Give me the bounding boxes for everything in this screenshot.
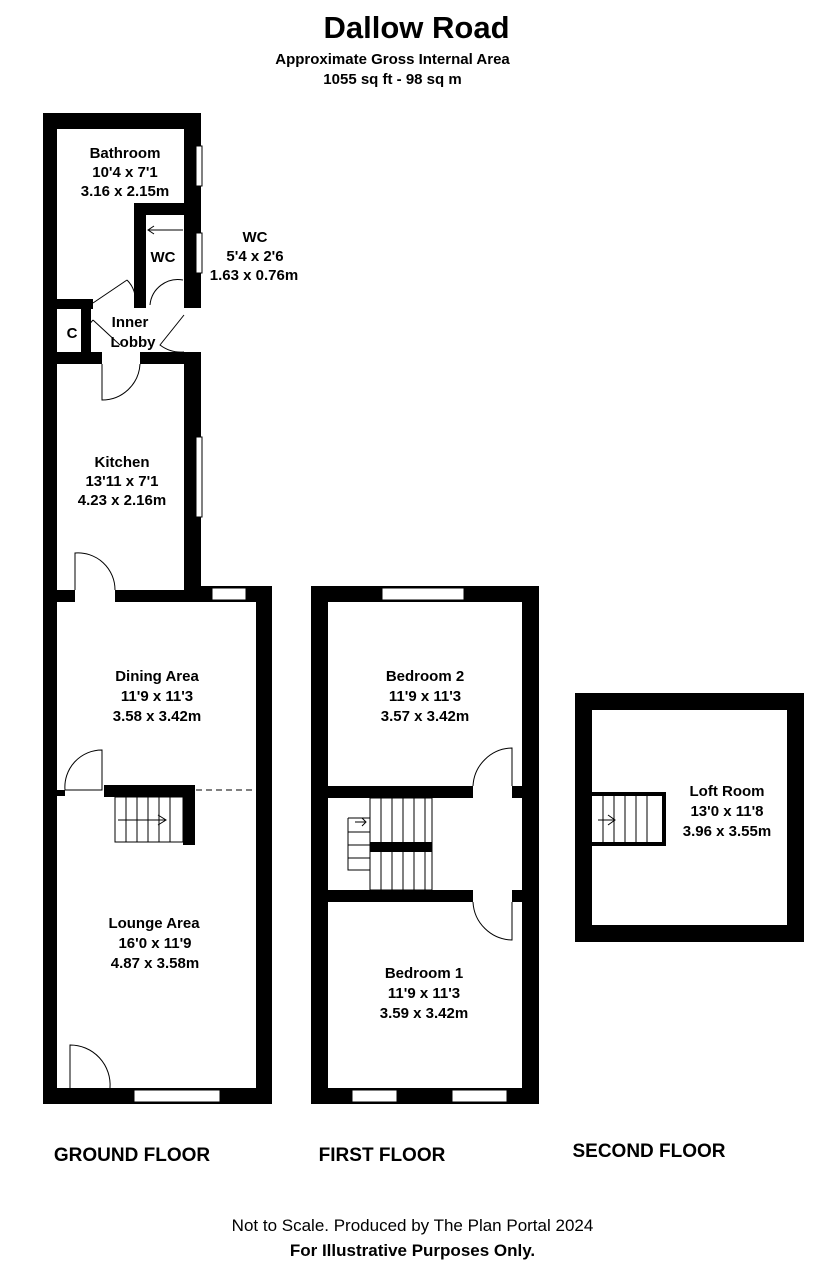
kitchen-top-wall-left <box>57 352 102 364</box>
bathroom-name: Bathroom <box>90 145 161 162</box>
loft-metric: 3.96 x 3.55m <box>683 823 771 840</box>
wc-door-swing <box>149 279 184 306</box>
wc-top-wall <box>134 203 184 215</box>
wc-arrow <box>147 225 183 235</box>
loft-top-wall <box>575 693 804 710</box>
wc-inner-label: WC <box>151 249 176 266</box>
first-floor-label: FIRST FLOOR <box>319 1145 446 1166</box>
loft-imperial: 13'0 x 11'8 <box>690 803 763 820</box>
ground-stairs <box>114 796 184 843</box>
dining-door <box>74 552 116 591</box>
stair-landing-wall <box>370 842 432 852</box>
bedroom1-name: Bedroom 1 <box>385 965 463 982</box>
cupboard-right-wall <box>81 299 91 354</box>
plan-title: Dallow Road <box>323 10 510 45</box>
bedroom1-window-right <box>451 1089 508 1103</box>
lounge-metric: 4.87 x 3.58m <box>111 955 199 972</box>
wc-left-wall <box>134 203 146 308</box>
lobby-door <box>159 314 185 353</box>
kitchen-name: Kitchen <box>94 454 149 471</box>
ground-floor-plan <box>43 113 272 1104</box>
area-caption: Approximate Gross Internal Area <box>275 51 510 68</box>
loft-stair-right <box>662 792 666 846</box>
lounge-door <box>64 749 103 791</box>
bedroom1-window-left <box>351 1089 398 1103</box>
front-door <box>69 1044 111 1089</box>
kitchen-metric: 4.23 x 2.16m <box>78 492 166 509</box>
kitchen-bottom-wall-right <box>115 590 201 602</box>
dining-metric: 3.58 x 3.42m <box>113 708 201 725</box>
area-value: 1055 sq ft - 98 sq m <box>323 71 462 88</box>
second-floor-plan <box>575 693 804 942</box>
wc-name: WC <box>243 229 268 246</box>
loft-stairs <box>598 796 648 842</box>
lounge-imperial: 16'0 x 11'9 <box>118 935 191 952</box>
bedroom1-top-wall <box>328 890 473 902</box>
stair-enclosure-right <box>183 785 195 845</box>
ground-right-wall-upper <box>184 113 201 308</box>
bedroom2-metric: 3.57 x 3.42m <box>381 708 469 725</box>
first-right-wall <box>522 586 539 1104</box>
inner-lobby-line1: Inner <box>112 314 149 331</box>
bedroom1-metric: 3.59 x 3.42m <box>380 1005 468 1022</box>
ground-floor-label: GROUND FLOOR <box>54 1145 210 1166</box>
bathroom-door-leaf <box>92 279 128 304</box>
loft-stair-top <box>592 792 664 796</box>
bedroom2-imperial: 11'9 x 11'3 <box>389 688 461 705</box>
footer-disclaimer: For Illustrative Purposes Only. <box>289 1241 536 1260</box>
dining-imperial: 11'9 x 11'3 <box>121 688 193 705</box>
cupboard-label: C <box>67 325 78 342</box>
bedroom2-door <box>472 747 513 787</box>
footer-note: Not to Scale. Produced by The Plan Porta… <box>231 1216 594 1235</box>
bedroom2-bottom-stub <box>512 786 522 798</box>
bedroom2-window <box>381 587 465 601</box>
loft-bottom-wall <box>575 925 804 942</box>
cupboard-top-wall <box>43 299 93 309</box>
dining-name: Dining Area <box>115 668 199 685</box>
inner-lobby-line2: Lobby <box>111 334 157 351</box>
bedroom1-door <box>472 901 513 941</box>
kitchen-imperial: 13'11 x 7'1 <box>85 473 158 490</box>
loft-name: Loft Room <box>690 783 765 800</box>
kitchen-window <box>195 436 203 518</box>
bedroom2-name: Bedroom 2 <box>386 668 464 685</box>
lounge-name: Lounge Area <box>108 915 200 932</box>
loft-right-wall <box>787 693 804 942</box>
ground-right-wall <box>256 586 272 1104</box>
first-stairs <box>347 797 433 891</box>
dining-partition-stub <box>57 790 65 796</box>
ground-left-wall <box>43 113 57 1104</box>
kitchen-bottom-wall-left <box>57 590 75 602</box>
bathroom-imperial: 10'4 x 7'1 <box>92 164 158 181</box>
second-floor-label: SECOND FLOOR <box>572 1141 725 1162</box>
dining-window <box>211 587 247 601</box>
kitchen-door <box>101 363 141 401</box>
bathroom-window <box>195 145 203 187</box>
bathroom-metric: 3.16 x 2.15m <box>81 183 169 200</box>
wc-metric: 1.63 x 0.76m <box>210 267 298 284</box>
first-left-wall <box>311 586 328 1104</box>
cupboard-door <box>84 319 121 346</box>
first-floor-plan <box>311 586 539 1104</box>
ground-right-wall-kitchen <box>184 352 201 602</box>
kitchen-top-wall-right <box>140 352 201 364</box>
bedroom1-imperial: 11'9 x 11'3 <box>388 985 460 1002</box>
loft-stair-bottom <box>592 842 664 846</box>
wc-window <box>195 232 203 274</box>
bedroom2-bottom-wall <box>328 786 473 798</box>
wc-imperial: 5'4 x 2'6 <box>226 248 283 265</box>
bathroom-door-swing <box>126 279 136 306</box>
lounge-window <box>133 1089 221 1103</box>
stair-enclosure-top <box>104 785 194 797</box>
loft-left-wall <box>575 693 592 942</box>
ground-top-wall <box>43 113 201 129</box>
bedroom1-top-stub <box>512 890 522 902</box>
